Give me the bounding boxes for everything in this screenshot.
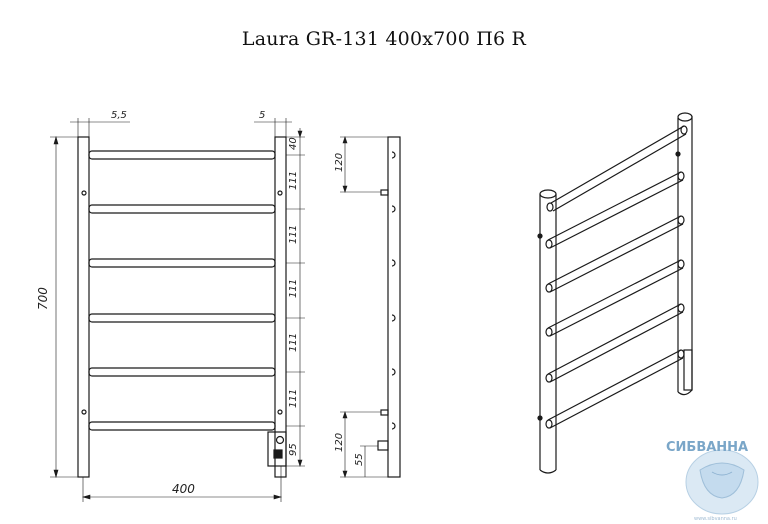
right-pipe [274, 136, 287, 478]
side-rung-4 [391, 314, 396, 322]
rung-2 [88, 204, 276, 214]
side-rung-1 [391, 151, 396, 159]
side-bracket-top [380, 189, 389, 196]
mount-point [277, 190, 283, 196]
logo-name: СИБВАННА [666, 440, 748, 455]
dim-offset-right: 5 [259, 110, 265, 121]
rung-1 [88, 150, 276, 160]
iso-heater [683, 349, 693, 391]
rung-4 [88, 313, 276, 323]
rung-6 [88, 421, 276, 431]
dim-right-3: 111 [288, 279, 299, 298]
dim-right-2: 111 [288, 225, 299, 244]
heater-box [267, 431, 287, 467]
dim-right-1: 111 [288, 171, 299, 190]
iso-rungs [545, 125, 688, 429]
sibvanna-logo: СИБВАННА www.sibvanna.ru [666, 440, 759, 522]
side-bracket-bottom [380, 409, 389, 416]
dim-total-width: 400 [172, 482, 195, 496]
dim-right-4: 111 [288, 333, 299, 352]
logo-url: www.sibvanna.ru [694, 516, 737, 522]
side-rung-5 [391, 368, 396, 376]
side-pipe [387, 136, 401, 478]
iso-left-pipe-top [539, 189, 557, 199]
isometric-view [537, 112, 693, 474]
heater-plug [273, 449, 283, 459]
mount-point [81, 190, 87, 196]
side-rung-6 [391, 422, 396, 430]
side-heater [377, 440, 389, 451]
rung-5 [88, 367, 276, 377]
heater-knob [275, 435, 285, 445]
mount-point [277, 409, 283, 415]
mount-point [81, 409, 87, 415]
rung-3 [88, 258, 276, 268]
side-view [377, 136, 401, 478]
iso-right-pipe-top [677, 112, 693, 122]
dim-offset-left: 5,5 [111, 110, 127, 121]
drawing-title: Laura GR-131 400x700 П6 R [241, 28, 527, 50]
side-rung-3 [391, 259, 396, 267]
dim-side-bottom: 120 [334, 433, 345, 452]
dim-right-5: 111 [288, 389, 299, 408]
dim-right-0: 40 [288, 137, 299, 150]
dim-side-small: 55 [354, 453, 365, 466]
front-view [77, 136, 287, 478]
dim-side-top: 120 [334, 153, 345, 172]
left-pipe [77, 136, 90, 478]
dim-total-height: 700 [36, 287, 50, 310]
dim-right-6: 95 [288, 443, 299, 456]
side-rung-2 [391, 205, 396, 213]
